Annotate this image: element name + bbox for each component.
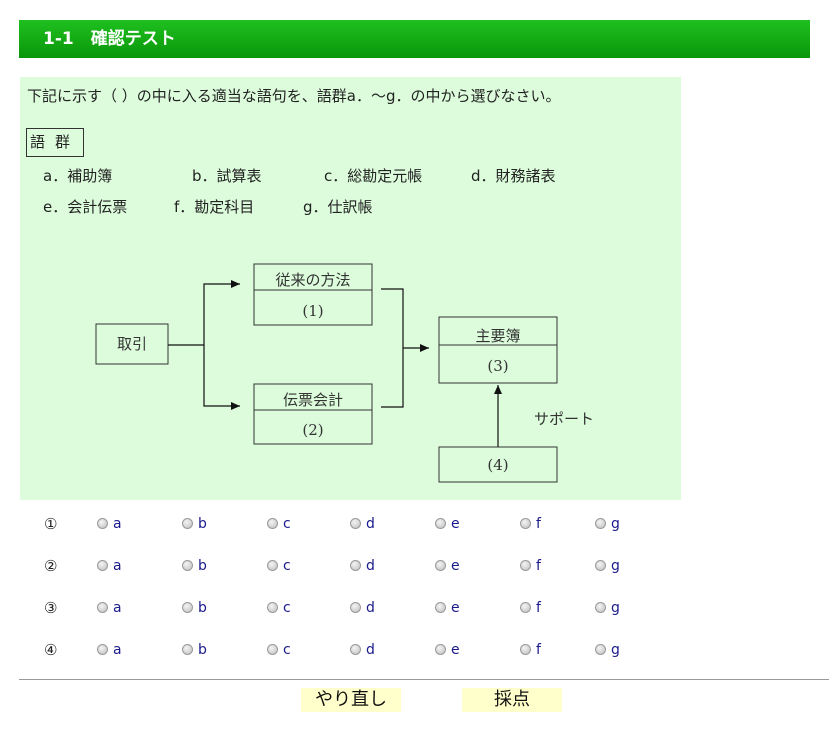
radio-button[interactable]: [520, 518, 531, 529]
divider: [19, 679, 829, 680]
conventional-box: [253, 263, 373, 326]
radio-button[interactable]: [350, 602, 361, 613]
arrow-to-conventional: [168, 280, 240, 346]
instruction-text: 下記に示す（ ）の中に入る適当な語句を、語群a．～g．の中から選びなさい。: [27, 87, 561, 105]
radio-button[interactable]: [97, 560, 108, 571]
radio-button[interactable]: [182, 644, 193, 655]
radio-button[interactable]: [182, 518, 193, 529]
word-group-label: 語群: [26, 128, 84, 157]
word-d: d．財務諸表: [471, 167, 556, 185]
question-number: ②: [44, 557, 58, 575]
main-book-label: 主要簿: [475, 327, 520, 345]
torihiki-box: [95, 323, 169, 365]
redo-button[interactable]: やり直し: [301, 688, 401, 712]
radio-button[interactable]: [97, 602, 108, 613]
radio-button[interactable]: [267, 602, 278, 613]
radio-button[interactable]: [595, 644, 606, 655]
radio-button[interactable]: [350, 644, 361, 655]
support-label: サポート: [534, 410, 594, 428]
radio-button[interactable]: [520, 644, 531, 655]
radio-button[interactable]: [435, 644, 446, 655]
radio-button[interactable]: [267, 518, 278, 529]
bookkeeping-flow-diagram: 取引 従来の方法 (1) 伝票会計 (2) 主要簿 (3) サポート (4): [95, 263, 594, 483]
radio-button[interactable]: [435, 602, 446, 613]
question-number: ①: [44, 515, 58, 533]
answer-row-4: ④ a b c d e f g: [44, 641, 620, 659]
slot-3-label: (3): [487, 357, 508, 375]
answer-row-2: ② a b c d e f g: [44, 557, 620, 575]
denpyo-label: 伝票会計: [283, 391, 343, 409]
denpyo-box: [253, 383, 373, 445]
radio-button[interactable]: [182, 602, 193, 613]
radio-button[interactable]: [350, 560, 361, 571]
radio-button[interactable]: [595, 560, 606, 571]
slot-4-box: [438, 446, 558, 483]
grade-button[interactable]: 採点: [462, 688, 562, 712]
slot-1-label: (1): [302, 302, 323, 320]
answer-row-1: ① a b c d e f g: [44, 515, 620, 533]
word-b: b．試算表: [192, 167, 262, 185]
slot-4-label: (4): [487, 456, 508, 474]
word-g: g．仕訳帳: [303, 198, 373, 216]
word-f: f．勘定科目: [174, 198, 255, 216]
page-title: 1-1 確認テスト: [19, 20, 810, 58]
question-number: ④: [44, 641, 58, 659]
radio-button[interactable]: [520, 560, 531, 571]
conventional-label: 従来の方法: [275, 271, 350, 289]
slot-2-label: (2): [302, 421, 323, 439]
radio-button[interactable]: [97, 644, 108, 655]
radio-button[interactable]: [267, 644, 278, 655]
answer-row-3: ③ a b c d e f g: [44, 599, 620, 617]
torihiki-label: 取引: [117, 335, 147, 353]
arrow-to-denpyo: [203, 345, 240, 410]
radio-button[interactable]: [350, 518, 361, 529]
question-number: ③: [44, 599, 58, 617]
radio-button[interactable]: [435, 518, 446, 529]
radio-button[interactable]: [520, 602, 531, 613]
radio-button[interactable]: [435, 560, 446, 571]
radio-button[interactable]: [97, 518, 108, 529]
radio-button[interactable]: [267, 560, 278, 571]
word-e: e．会計伝票: [43, 198, 128, 216]
radio-button[interactable]: [595, 518, 606, 529]
question-panel: 下記に示す（ ）の中に入る適当な語句を、語群a．～g．の中から選びなさい。 語群…: [20, 77, 681, 500]
word-a: a．補助簿: [43, 167, 113, 185]
radio-button[interactable]: [182, 560, 193, 571]
radio-button[interactable]: [595, 602, 606, 613]
main-book-box: [438, 316, 558, 384]
word-c: c．総勘定元帳: [324, 167, 423, 185]
